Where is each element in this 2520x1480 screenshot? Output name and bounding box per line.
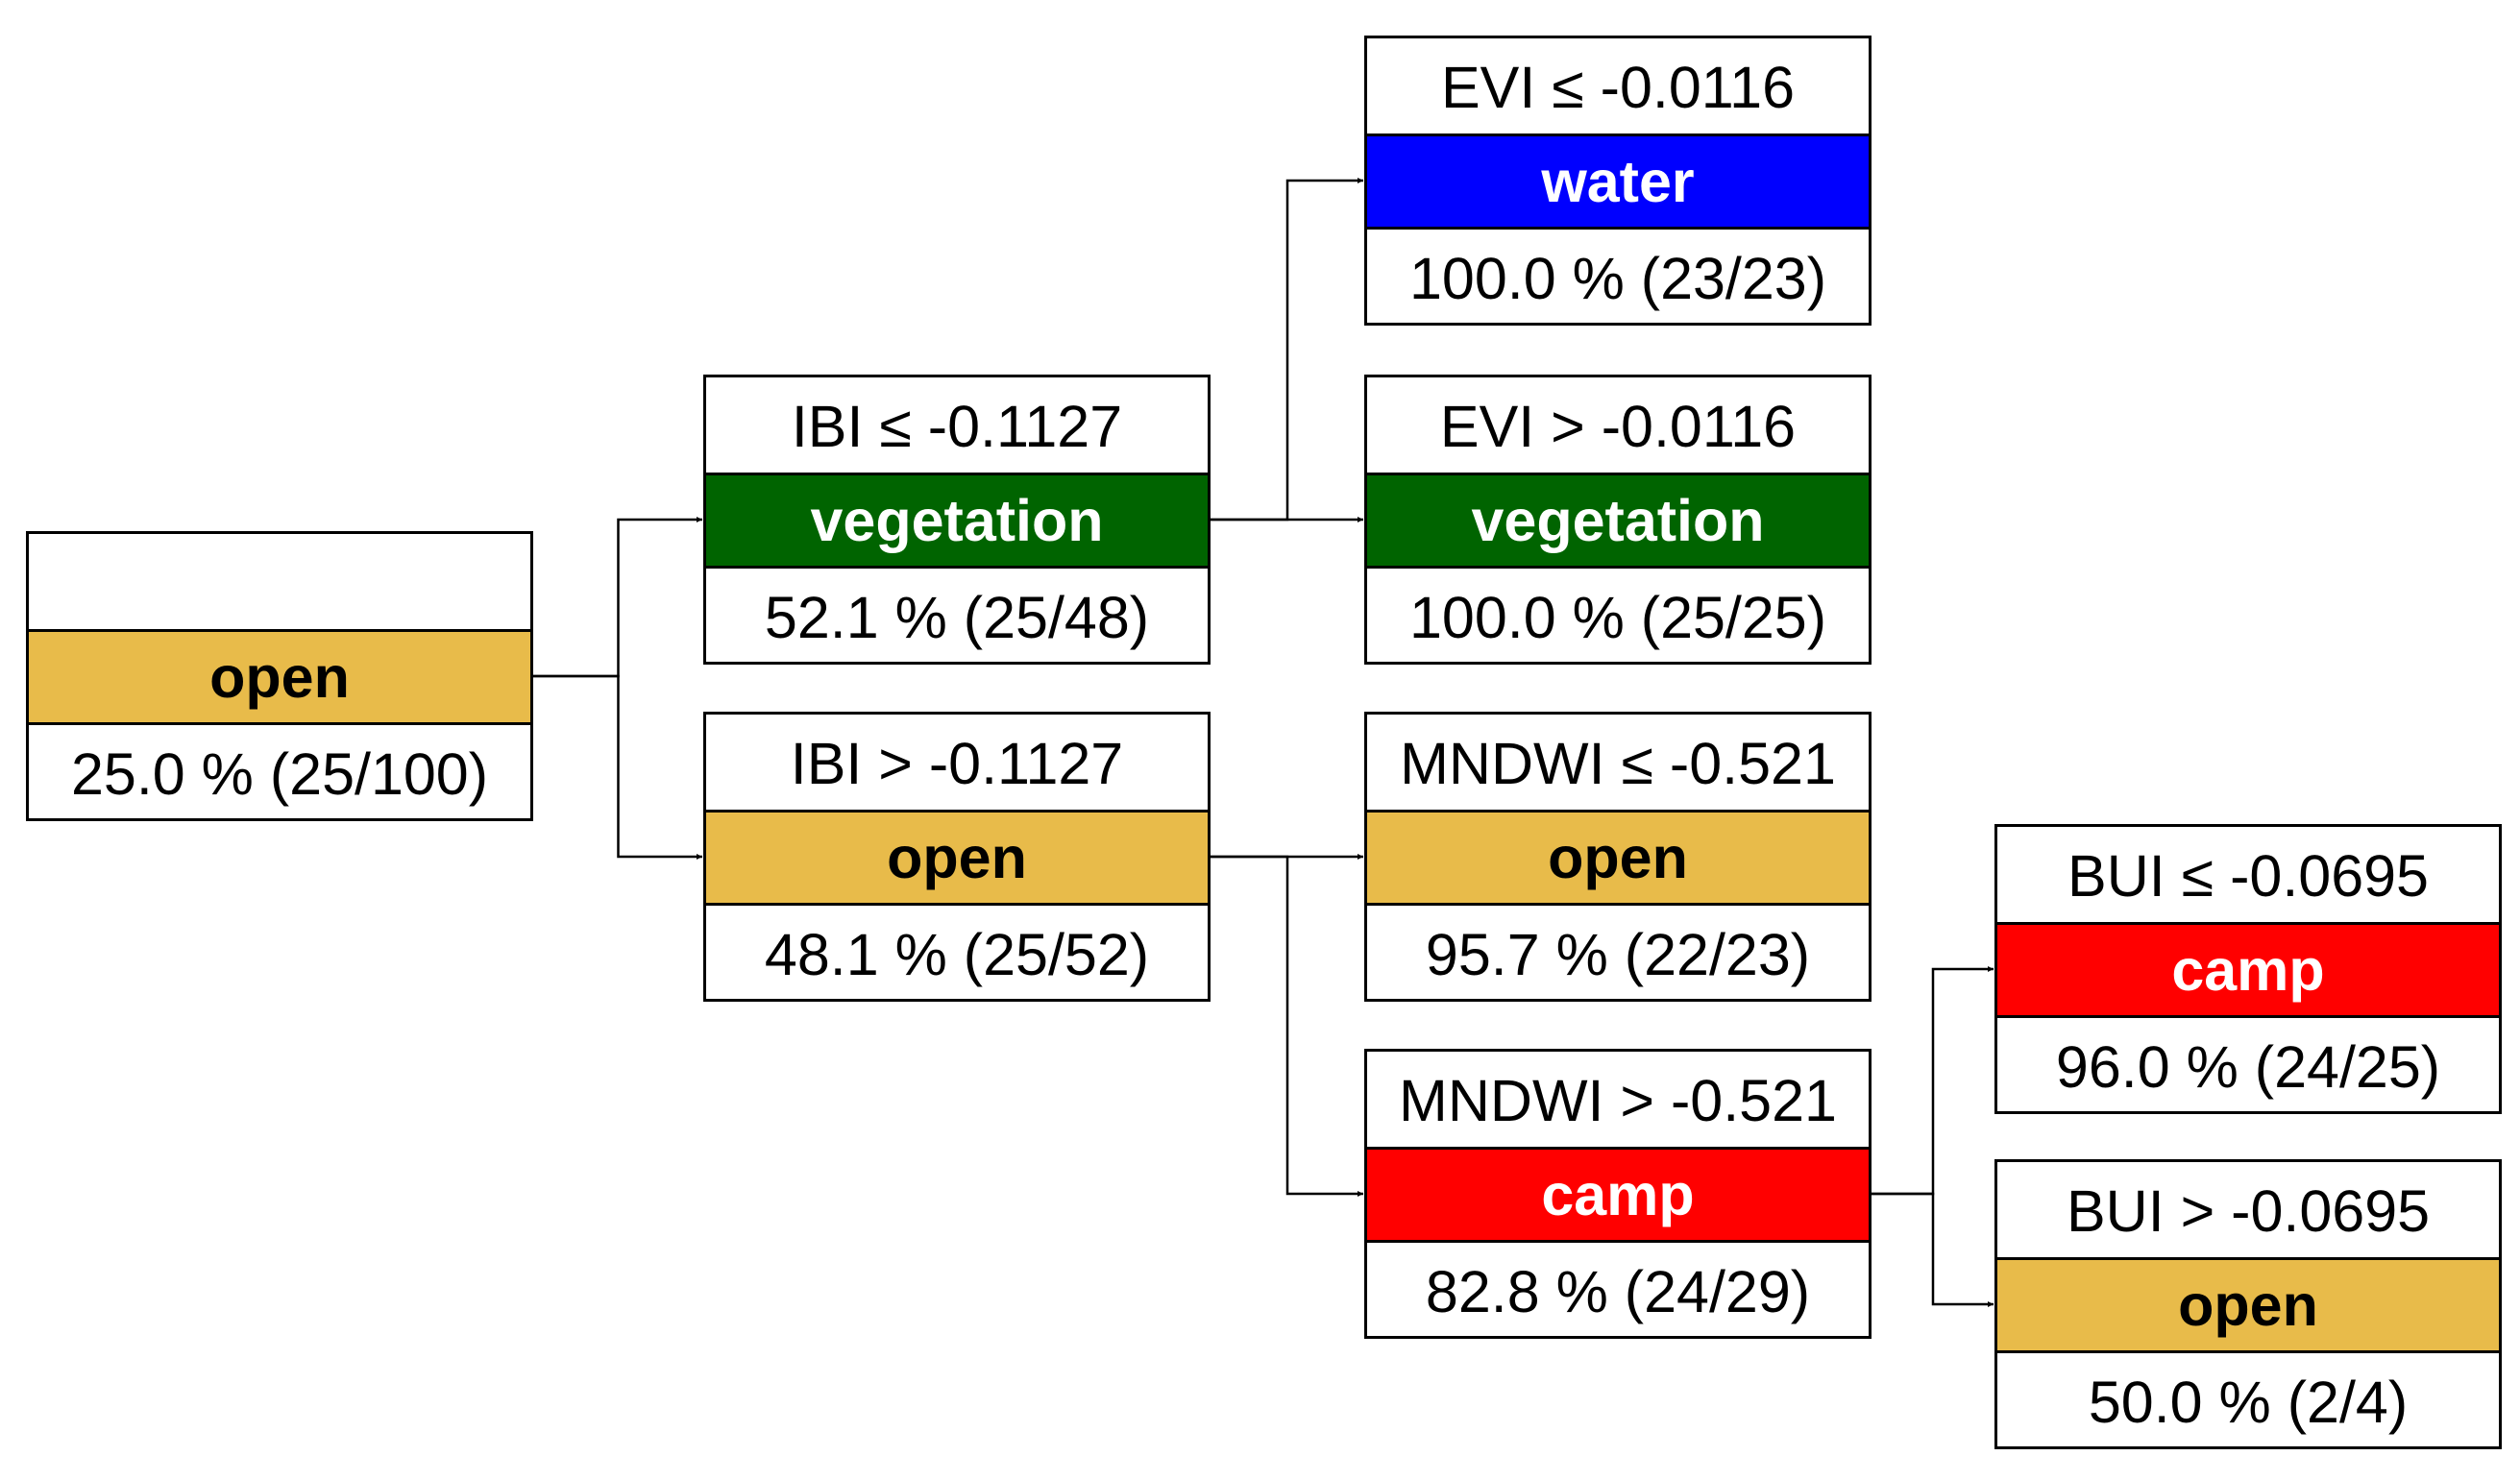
node-condition: EVI ≤ -0.0116 bbox=[1440, 54, 1796, 120]
edge-mndwi-gt-to-bui-gt bbox=[1872, 1192, 1994, 1307]
node-condition: MNDWI ≤ -0.521 bbox=[1400, 730, 1836, 796]
node-class-label: water bbox=[1367, 133, 1869, 230]
node-condition: MNDWI > -0.521 bbox=[1399, 1067, 1837, 1133]
edge-root-to-ibi-le bbox=[533, 517, 702, 678]
node-condition: IBI ≤ -0.1127 bbox=[791, 393, 1123, 459]
tree-node-bui-gt: BUI > -0.0695 open 50.0 % (2/4) bbox=[1994, 1159, 2502, 1449]
node-class-label: open bbox=[706, 810, 1208, 906]
tree-node-evi-le: EVI ≤ -0.0116 water 100.0 % (23/23) bbox=[1364, 36, 1872, 326]
edge-mndwi-gt-to-bui-le bbox=[1872, 966, 1994, 1196]
node-class-label: open bbox=[1367, 810, 1869, 906]
node-accuracy: 50.0 % (2/4) bbox=[2088, 1369, 2409, 1435]
node-class-label: vegetation bbox=[706, 473, 1208, 569]
node-condition: BUI ≤ -0.0695 bbox=[2067, 842, 2429, 909]
tree-node-ibi-le: IBI ≤ -0.1127 vegetation 52.1 % (25/48) bbox=[703, 375, 1211, 665]
node-class-label: camp bbox=[1997, 922, 2499, 1018]
node-accuracy: 25.0 % (25/100) bbox=[70, 740, 489, 807]
node-class-label: open bbox=[1997, 1257, 2499, 1353]
node-condition: BUI > -0.0695 bbox=[2066, 1177, 2431, 1244]
edge-ibi-le-to-evi-le bbox=[1211, 178, 1363, 522]
node-accuracy: 95.7 % (22/23) bbox=[1425, 921, 1811, 987]
tree-node-evi-gt: EVI > -0.0116 vegetation 100.0 % (25/25) bbox=[1364, 375, 1872, 665]
node-class-label: open bbox=[29, 629, 530, 725]
node-class-label: camp bbox=[1367, 1147, 1869, 1243]
node-condition bbox=[29, 534, 530, 631]
tree-node-bui-le: BUI ≤ -0.0695 camp 96.0 % (24/25) bbox=[1994, 824, 2502, 1114]
node-accuracy: 100.0 % (23/23) bbox=[1408, 245, 1827, 311]
node-accuracy: 96.0 % (24/25) bbox=[2055, 1033, 2441, 1100]
node-class-label: vegetation bbox=[1367, 473, 1869, 569]
edge-ibi-gt-to-mndwi-gt bbox=[1211, 855, 1363, 1197]
node-accuracy: 52.1 % (25/48) bbox=[764, 584, 1150, 650]
node-condition: IBI > -0.1127 bbox=[790, 730, 1124, 796]
edge-root-to-ibi-gt bbox=[533, 674, 702, 860]
tree-node-mndwi-gt: MNDWI > -0.521 camp 82.8 % (24/29) bbox=[1364, 1049, 1872, 1339]
node-accuracy: 48.1 % (25/52) bbox=[764, 921, 1150, 987]
node-accuracy: 82.8 % (24/29) bbox=[1425, 1258, 1811, 1324]
node-accuracy: 100.0 % (25/25) bbox=[1408, 584, 1827, 650]
tree-node-ibi-gt: IBI > -0.1127 open 48.1 % (25/52) bbox=[703, 712, 1211, 1002]
tree-node-root: open 25.0 % (25/100) bbox=[26, 531, 533, 821]
node-condition: EVI > -0.0116 bbox=[1439, 393, 1797, 459]
tree-node-mndwi-le: MNDWI ≤ -0.521 open 95.7 % (22/23) bbox=[1364, 712, 1872, 1002]
